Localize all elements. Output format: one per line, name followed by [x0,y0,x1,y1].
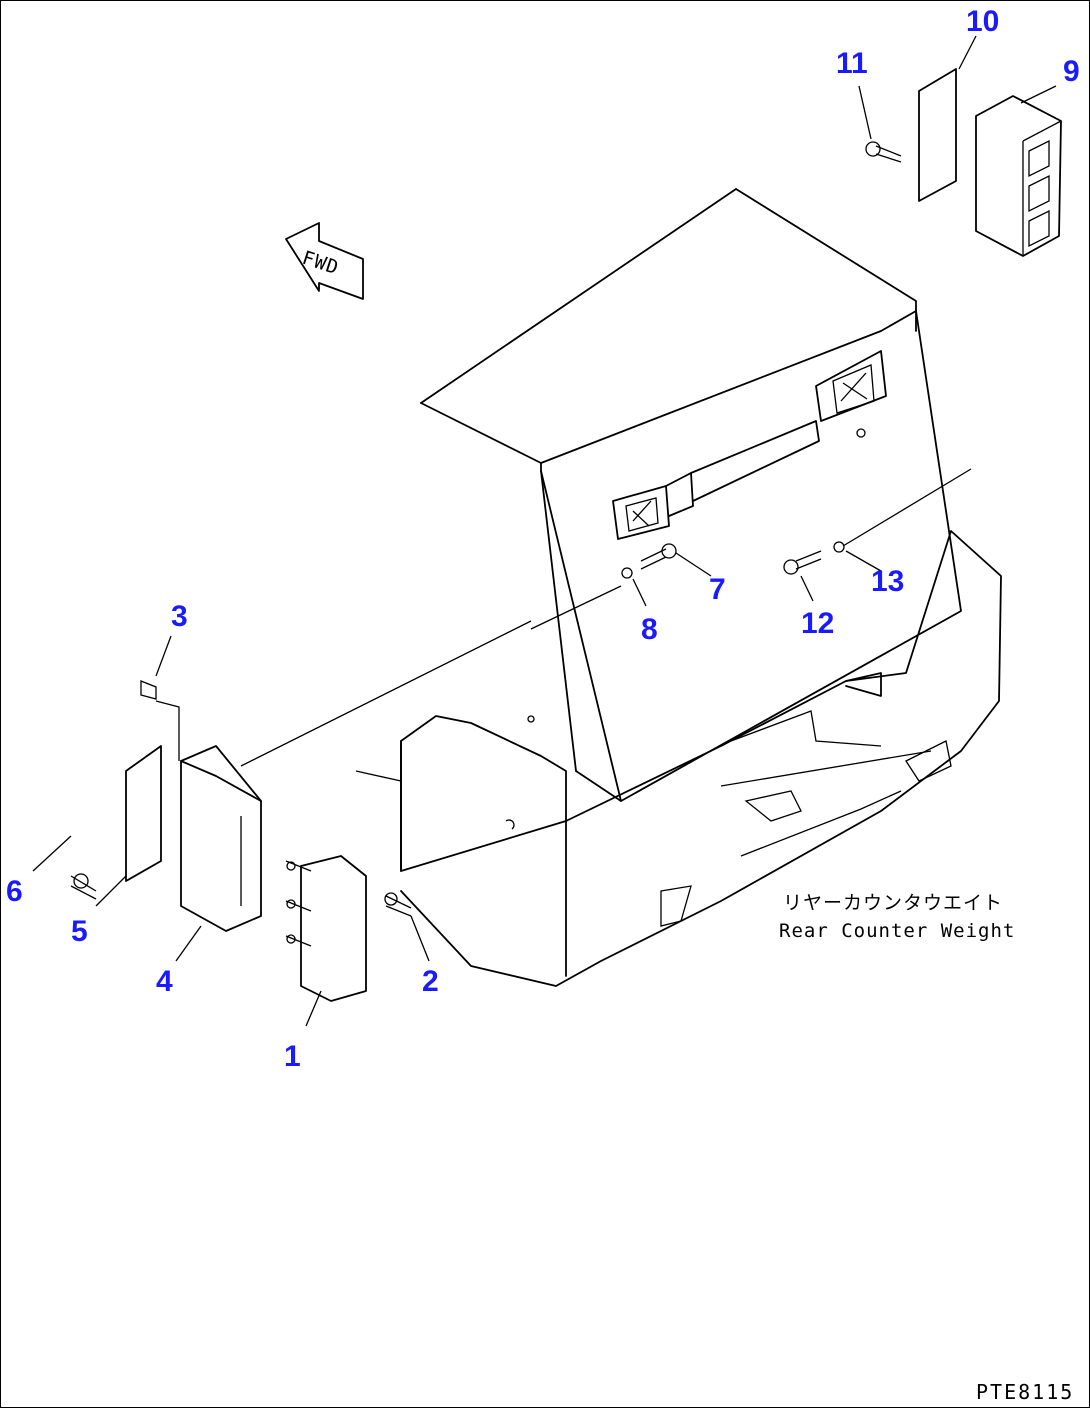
leader-lines [32,35,1057,1027]
callout-7: 7 [709,573,726,606]
callout-12: 12 [801,607,834,640]
callout-4: 4 [156,965,173,998]
drawing-code: PTE8115 [976,1380,1074,1404]
right-lamp-assembly [865,68,1062,257]
callout-9: 9 [1063,55,1080,88]
callout-5: 5 [71,915,88,948]
svg-text:FWD: FWD [299,247,341,279]
callout-3: 3 [171,600,188,633]
callout-10: 10 [966,5,999,38]
fwd-arrow-icon: FWD [285,222,364,300]
callout-11: 11 [836,47,868,80]
callout-1: 1 [284,1040,301,1073]
bolts-and-washers [530,468,972,630]
label-jp: リヤーカウンタウエイト [783,892,1003,914]
left-lamp-assembly [70,620,532,1002]
callout-8: 8 [641,613,658,646]
callouts: 1 2 3 4 5 6 7 8 9 10 11 12 13 [6,5,1080,1073]
callout-6: 6 [6,875,23,908]
label-en: Rear Counter Weight [779,920,1015,942]
callout-13: 13 [871,565,904,598]
callout-2: 2 [422,965,439,998]
rear-counter-weight [355,188,1002,987]
